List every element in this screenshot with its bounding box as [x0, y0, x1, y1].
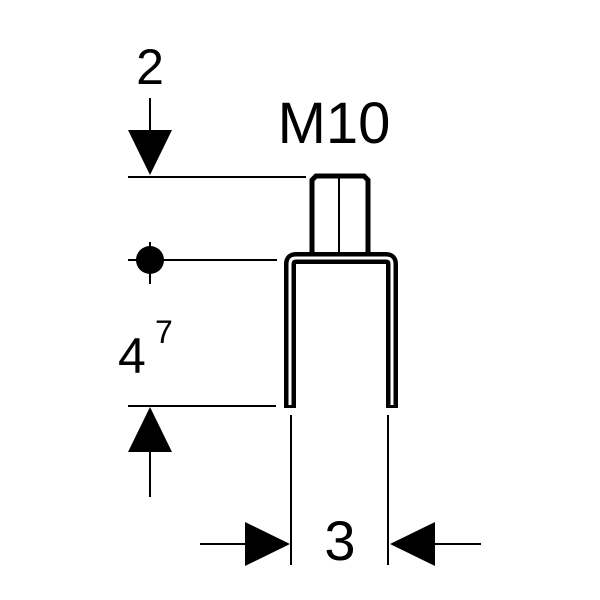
thread-label: M10 [278, 91, 391, 156]
threaded-stud [309, 173, 371, 254]
width-dimension-label: 3 [324, 509, 355, 572]
top-dimension-label: 2 [136, 39, 164, 95]
u-bracket [284, 252, 398, 408]
height-dimension-superscript: 7 [155, 314, 173, 350]
right-width-arrow-icon [390, 522, 435, 566]
center-mark-icon [136, 242, 164, 284]
left-width-arrow-icon [245, 522, 290, 566]
bottom-arrow-icon [128, 407, 172, 452]
height-dimension-label: 4 [118, 328, 146, 384]
top-arrow-icon [128, 130, 172, 175]
